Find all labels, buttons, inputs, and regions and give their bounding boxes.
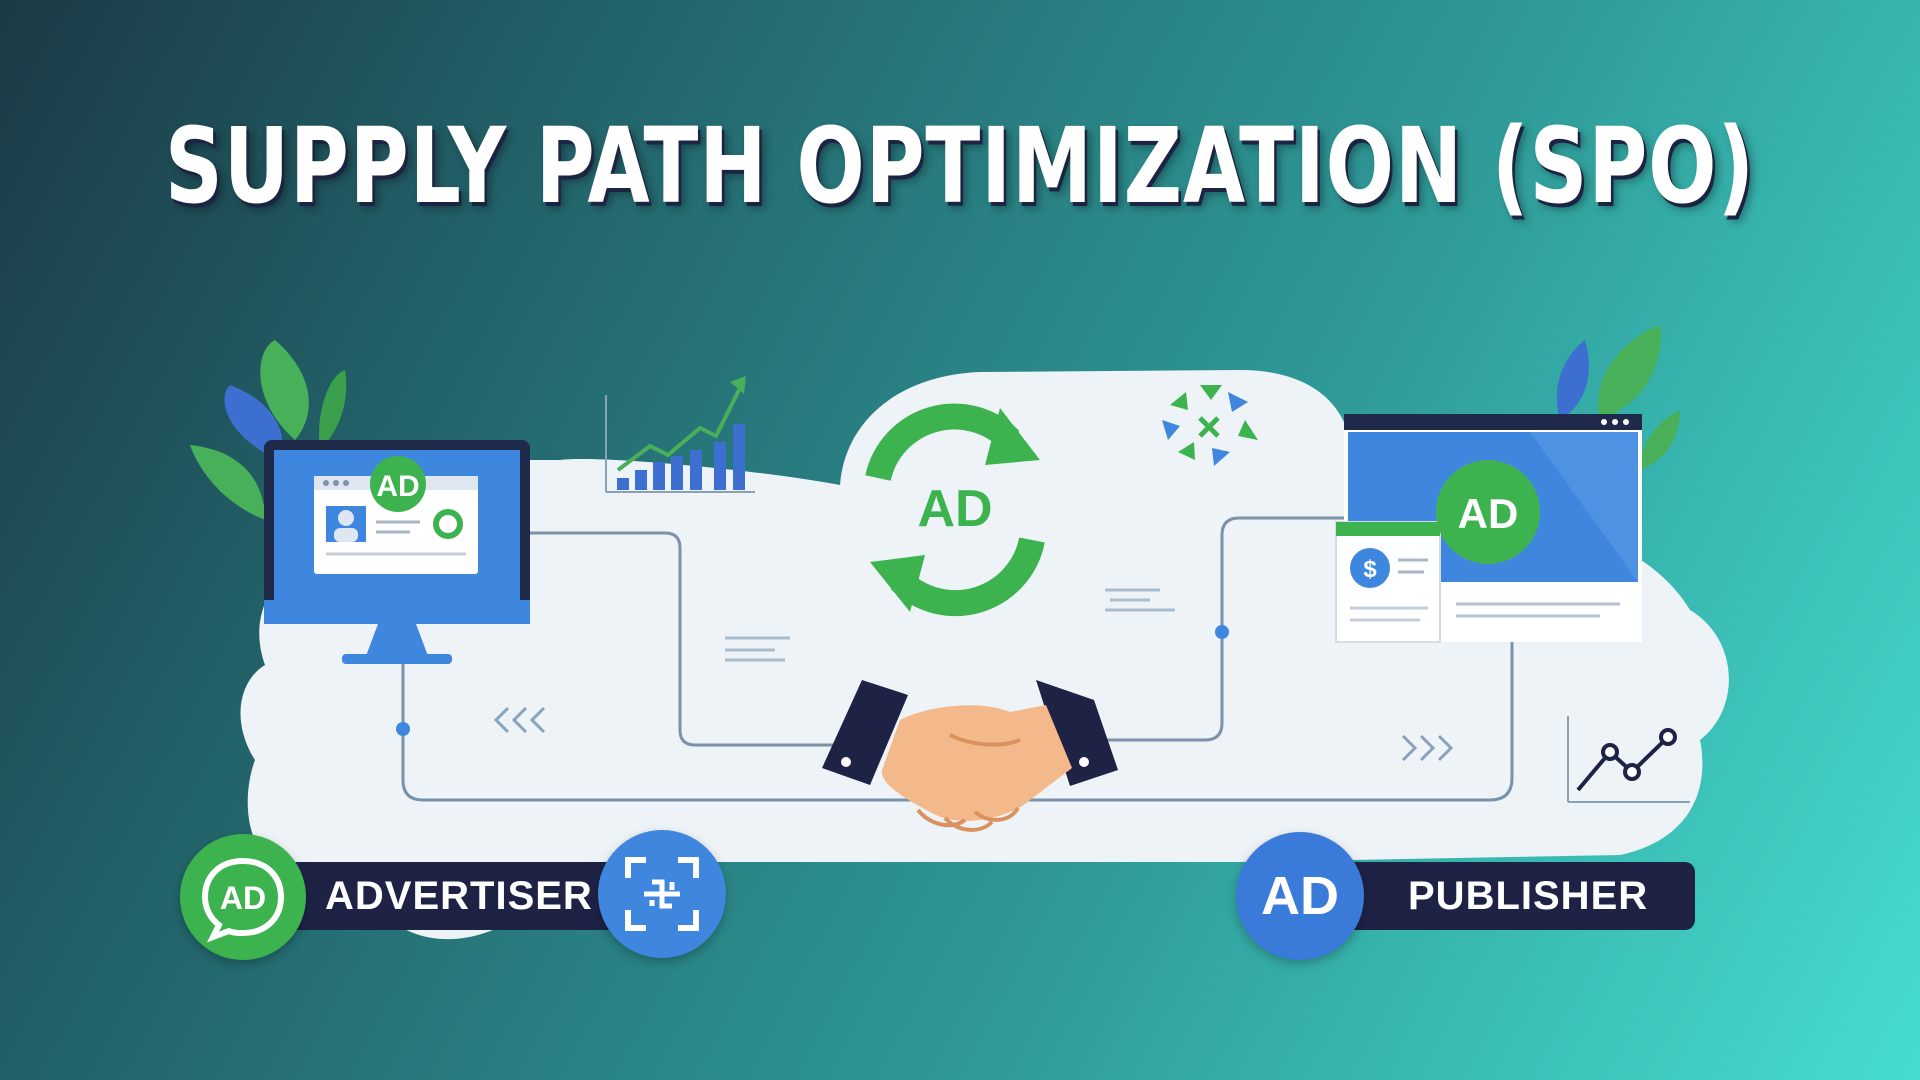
- svg-text:$: $: [1363, 556, 1377, 583]
- page-title: SUPPLY PATH OPTIMIZATION (SPO): [164, 105, 1756, 227]
- advertiser-icon-text: AD: [220, 880, 266, 916]
- growth-chart-icon: [605, 376, 755, 493]
- center-ad-badge: AD: [917, 480, 992, 538]
- publisher-label: PUBLISHER: [1330, 862, 1695, 930]
- monitor-ad-badge: AD: [376, 470, 419, 503]
- chat-bubble-icon: AD: [201, 857, 285, 943]
- browser-window-icon: $: [1335, 414, 1642, 643]
- refresh-arrows-icon: [865, 403, 1045, 617]
- monitor-icon: [264, 440, 530, 664]
- advertiser-ad-icon: AD: [180, 834, 306, 960]
- dash-marks: [725, 588, 1175, 662]
- publisher-ad-icon: AD: [1236, 832, 1364, 960]
- publisher-screen-ad-badge: AD: [1458, 490, 1519, 537]
- scan-icon: [598, 830, 726, 958]
- chevron-right-icon: [1401, 734, 1454, 762]
- line-chart-icon: [1567, 716, 1690, 803]
- arrows-cluster-icon: [1162, 385, 1258, 466]
- chevron-left-icon: [493, 706, 546, 734]
- leaf-icon: [1556, 325, 1680, 470]
- handshake-icon: [822, 680, 1118, 832]
